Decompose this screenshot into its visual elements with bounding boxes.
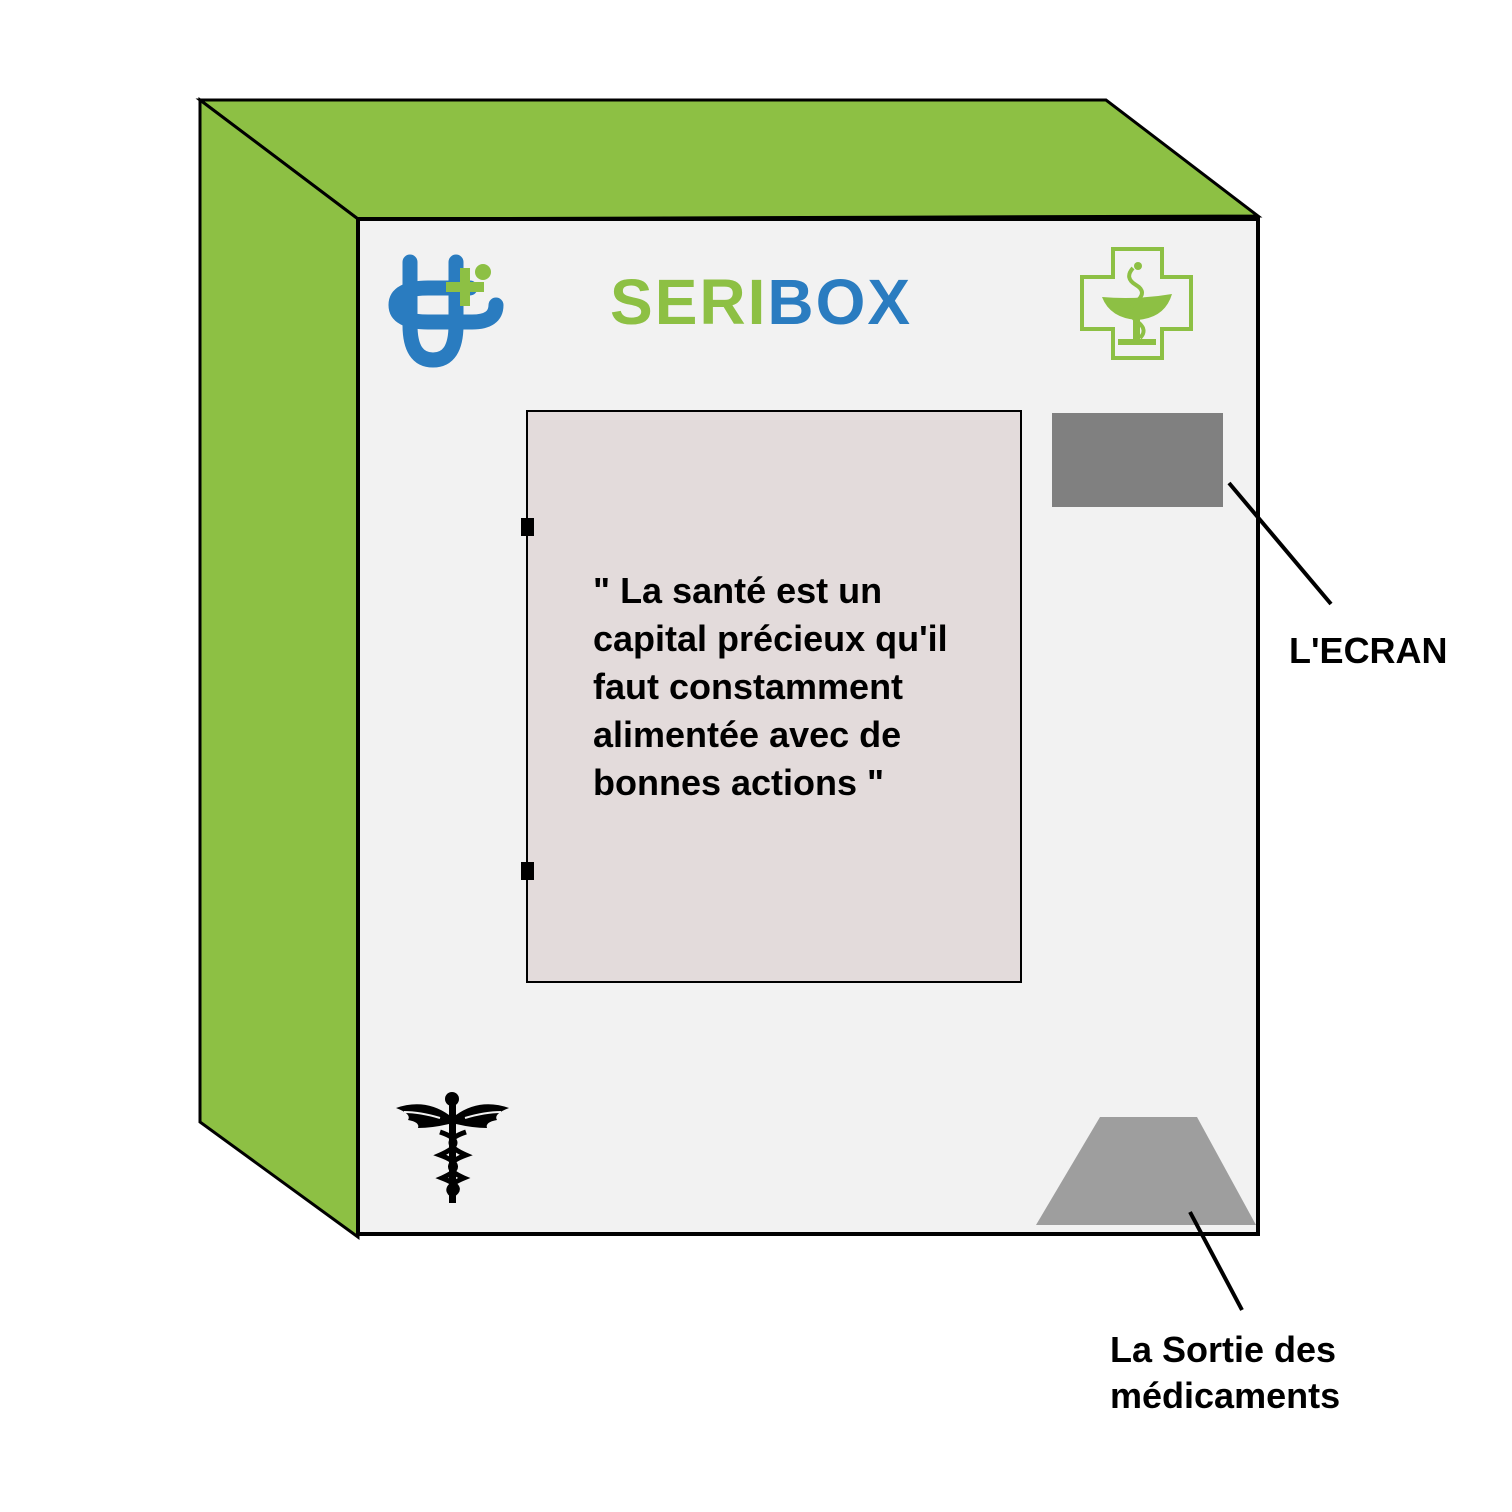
quote-line-2: capital précieux qu'il [593, 618, 948, 659]
medication-outlet [1036, 1117, 1256, 1225]
quote-line-4: alimentée avec de [593, 714, 901, 755]
brand-title-part1: SERI [610, 266, 767, 338]
quote-line-5: bonnes actions " [593, 762, 884, 803]
door-hinge-top [521, 518, 534, 536]
brand-title: SERIBOX [610, 266, 912, 338]
quote-line-1: " La santé est un [593, 570, 882, 611]
quote-line-3: faut constamment [593, 666, 903, 707]
box-side-face [198, 96, 360, 1240]
pharmacy-cross-icon [1080, 247, 1193, 360]
box-top-face [195, 98, 1263, 221]
outlet-callout-line [1188, 1211, 1244, 1311]
screen-callout-line [1227, 481, 1333, 606]
brand-title-part2: BOX [767, 266, 912, 338]
door-panel [526, 410, 1022, 983]
caduceus-icon [396, 1092, 509, 1203]
door-hinge-bottom [521, 862, 534, 880]
medical-logo-icon [388, 254, 504, 368]
screen-callout-label: L'ECRAN [1289, 630, 1448, 671]
outlet-callout-label-line-2: médicaments [1110, 1375, 1340, 1416]
outlet-callout-label-line-1: La Sortie des [1110, 1329, 1336, 1370]
screen [1052, 413, 1223, 507]
